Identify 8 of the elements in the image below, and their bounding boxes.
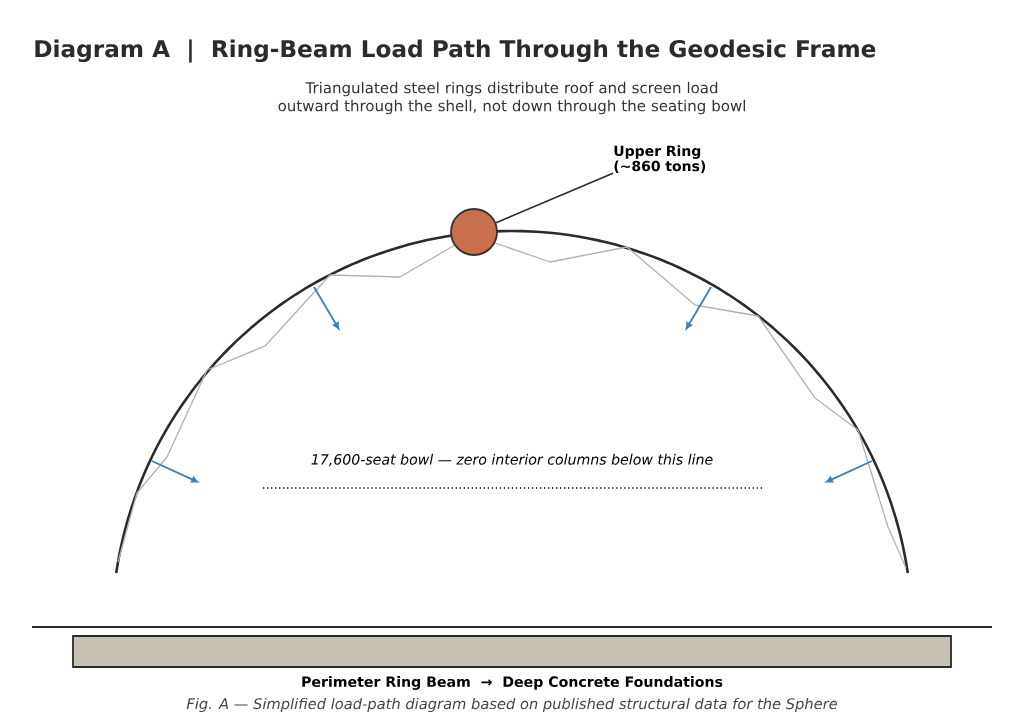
leader-line (495, 172, 614, 224)
callout-label: Upper Ring (~860 tons) (614, 145, 706, 173)
subtitle: Triangulated steel rings distribute roof and screen load outward through the shell, not down through the seating bowl (278, 81, 745, 115)
title: Diagram A | Ring-Beam Load Path Through the Geodesic Frame (35, 39, 876, 63)
note-text: 17,600-seat bowl — zero interior columns below this line (311, 453, 713, 467)
ring-circle (450, 208, 498, 256)
caption: Fig. A — Simplified load-path diagram based on published structural data for the Sphere (186, 697, 838, 713)
beam-label: Perimeter Ring Beam → Deep Concrete Foundations (302, 676, 723, 690)
